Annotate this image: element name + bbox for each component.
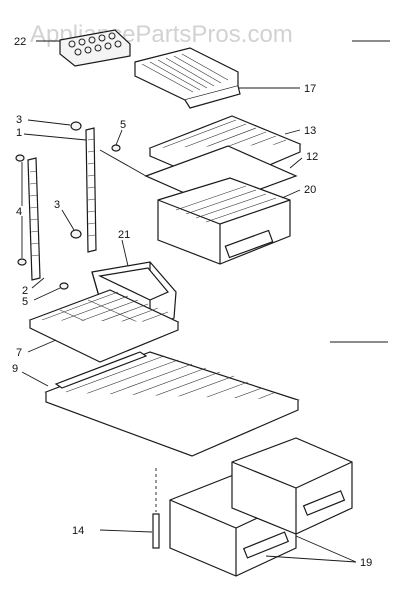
callout-5a: 5 bbox=[120, 119, 126, 131]
leader-13 bbox=[284, 129, 301, 135]
callout-20: 20 bbox=[304, 184, 316, 196]
leader-2 bbox=[31, 277, 45, 289]
callout-21: 21 bbox=[118, 229, 130, 241]
leader-9 bbox=[21, 371, 49, 387]
leader-14 bbox=[99, 529, 153, 533]
callout-9: 9 bbox=[12, 363, 18, 375]
callout-5b: 5 bbox=[22, 296, 28, 308]
callout-3a: 3 bbox=[16, 114, 22, 126]
leader-21 bbox=[121, 239, 129, 267]
callout-13: 13 bbox=[304, 125, 316, 137]
leader-5b bbox=[33, 287, 61, 301]
leader-5a bbox=[115, 129, 123, 146]
leader-3b bbox=[61, 209, 75, 231]
shelf-rail-part-4 bbox=[15, 154, 41, 281]
shelf-rail-part-1 bbox=[85, 127, 97, 253]
callout-1: 1 bbox=[16, 127, 22, 139]
callout-17: 17 bbox=[304, 83, 316, 95]
cover-support-part-14 bbox=[152, 468, 160, 549]
callout-4: 4 bbox=[16, 206, 22, 218]
leader-3a bbox=[27, 119, 71, 126]
meat-pan-part-20 bbox=[157, 177, 291, 265]
wire-shelf-part-7 bbox=[28, 289, 180, 363]
callout-7: 7 bbox=[16, 347, 22, 359]
leader-20 bbox=[281, 189, 301, 199]
callout-2: 2 bbox=[22, 285, 28, 297]
pin-part-5 bbox=[59, 144, 121, 290]
leader-19 bbox=[265, 535, 357, 563]
leader-12 bbox=[289, 157, 303, 169]
callout-14: 14 bbox=[72, 525, 84, 537]
rail-cap-part-3 bbox=[70, 121, 82, 239]
leader-1 bbox=[23, 133, 87, 141]
crisper-drawer-right-part-19 bbox=[231, 437, 353, 535]
leader-1b bbox=[99, 149, 147, 177]
callout-22: 22 bbox=[14, 36, 26, 48]
leader-7 bbox=[27, 339, 57, 353]
egg-tray-part-22 bbox=[59, 29, 131, 67]
wire-shelf-part-17 bbox=[134, 47, 241, 109]
crisper-cover-part-9 bbox=[44, 351, 300, 457]
callout-19: 19 bbox=[360, 557, 372, 569]
callout-3b: 3 bbox=[54, 199, 60, 211]
callout-12: 12 bbox=[306, 151, 318, 163]
